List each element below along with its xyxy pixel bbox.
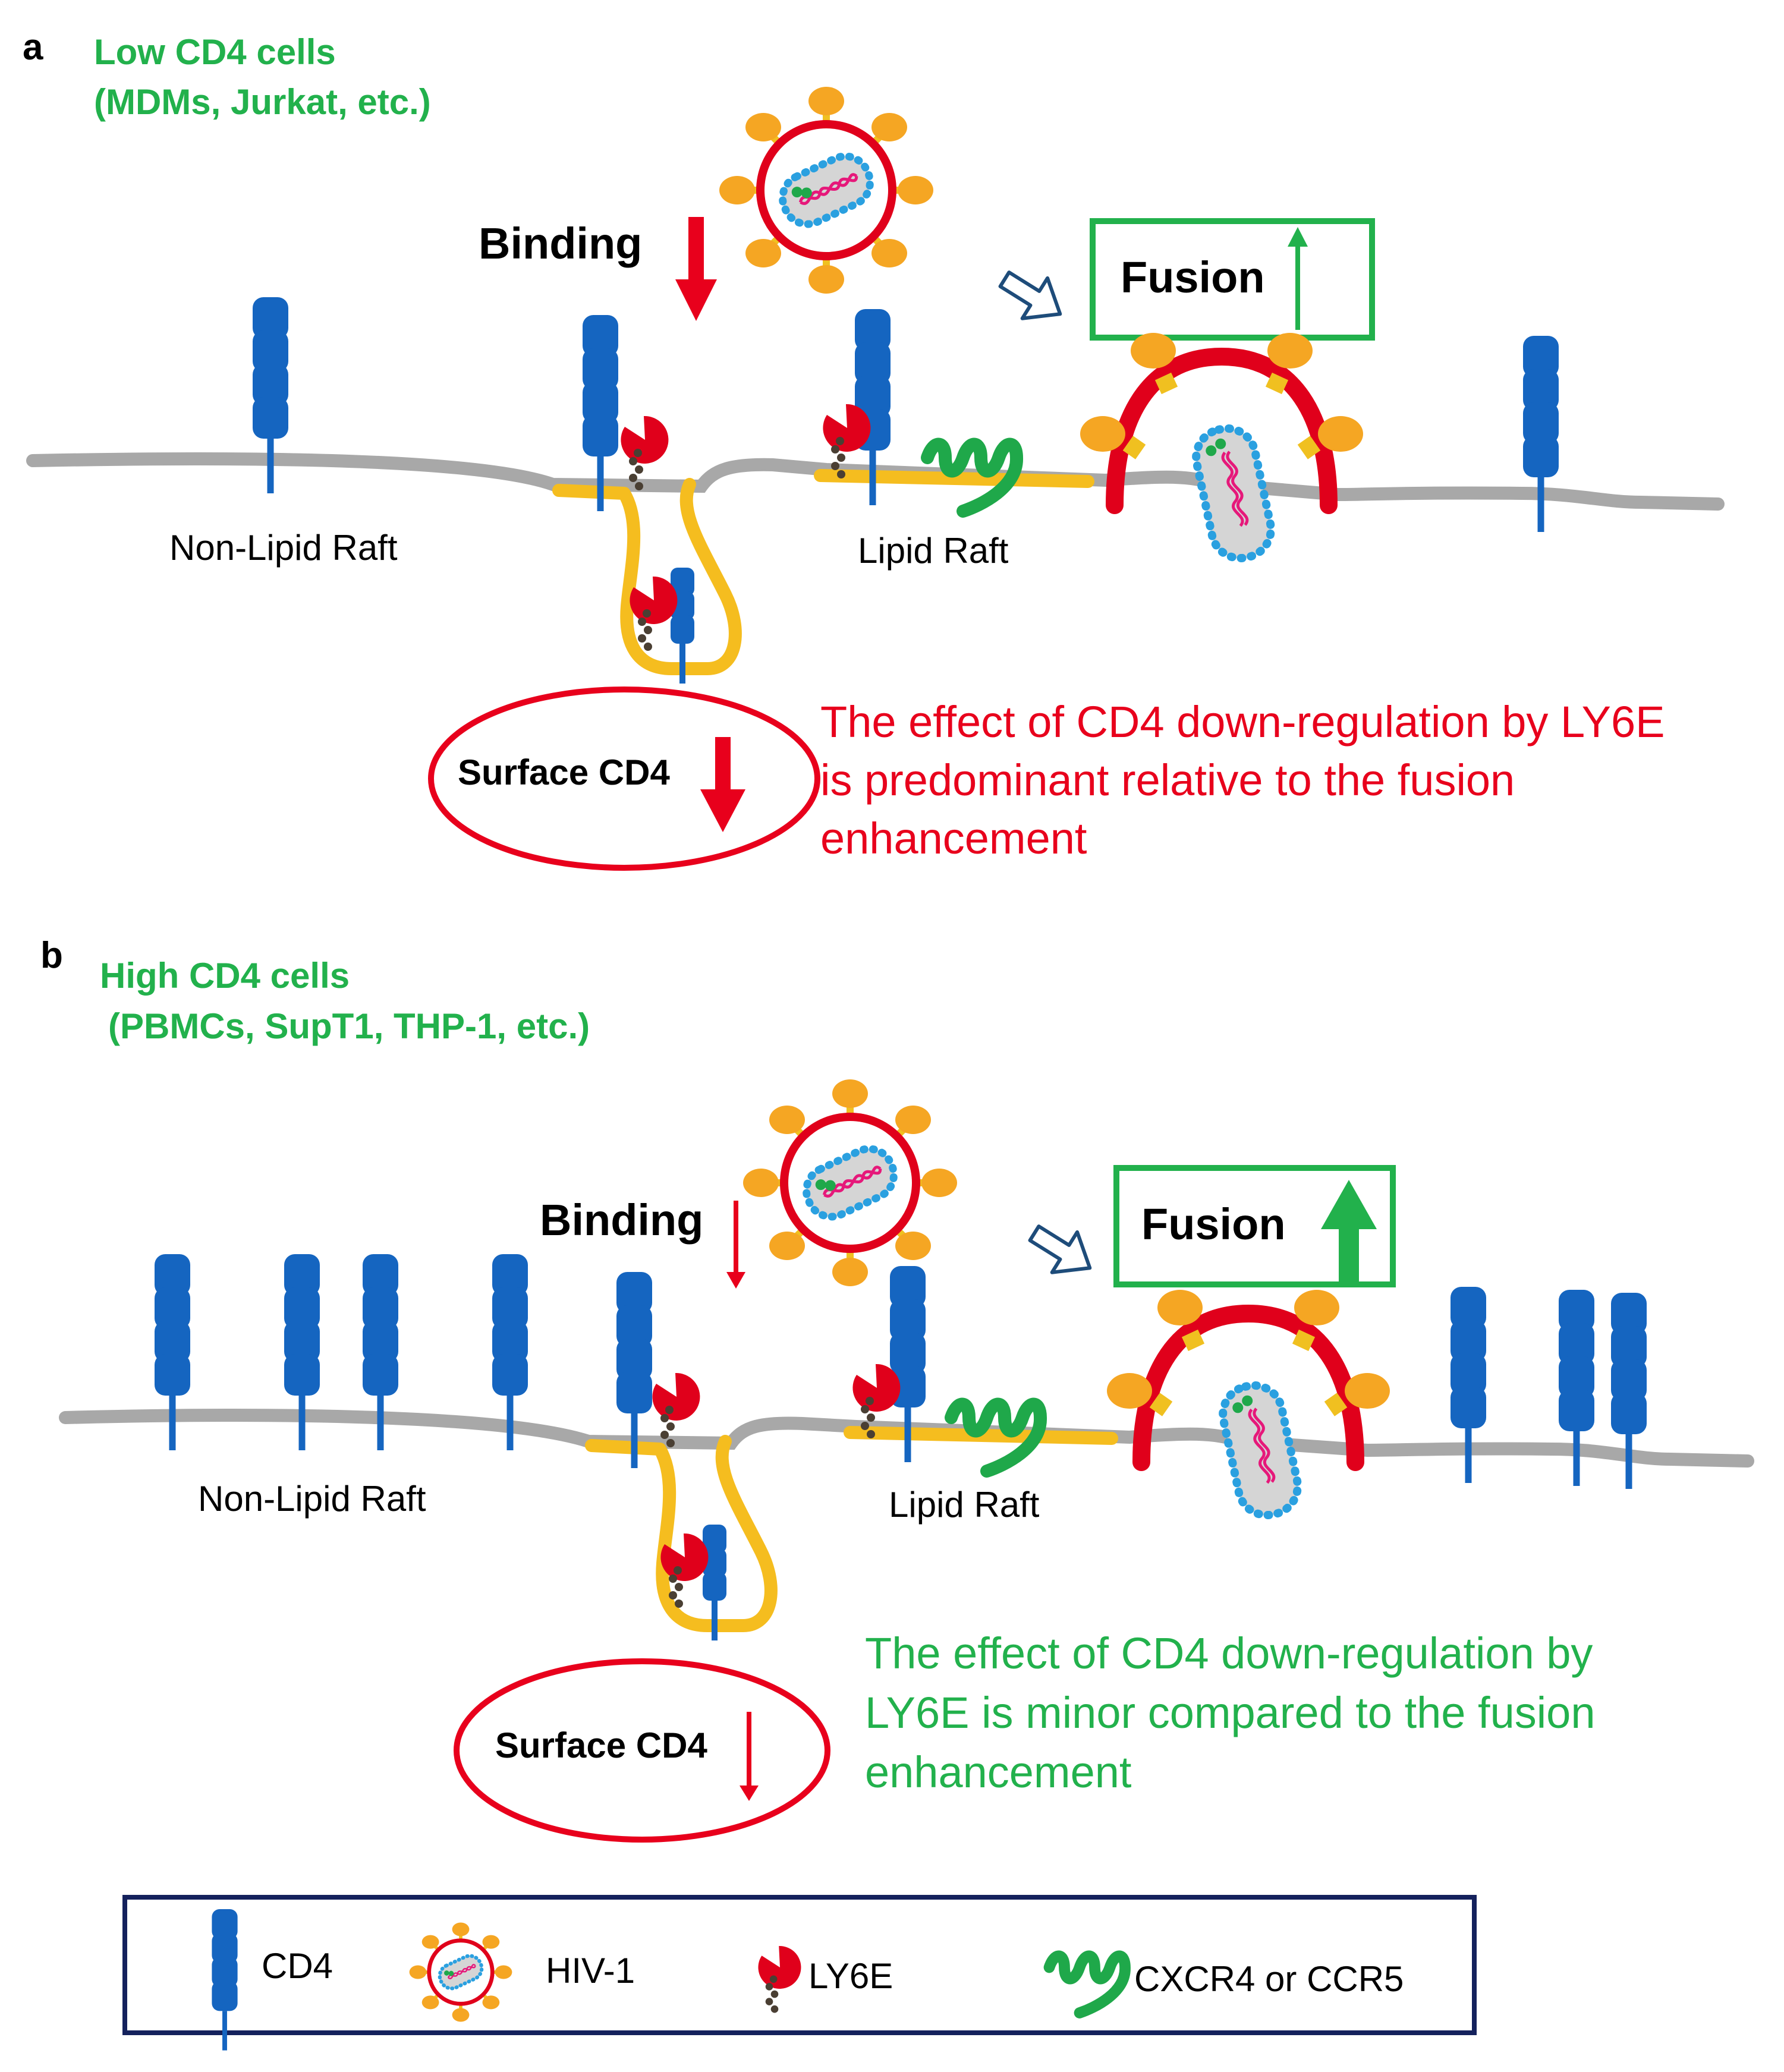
panel-a-lipid-raft-invagination	[552, 478, 742, 675]
panel-b-binding-down-arrow	[726, 1201, 745, 1289]
panel-a-fusion-up-arrow	[1288, 227, 1308, 330]
panel-b-conclusion-line-3: enhancement	[865, 1747, 1132, 1797]
panel-a-non-lipid-raft-label: Non-Lipid Raft	[169, 528, 398, 568]
panel-b-capsid	[1217, 1380, 1303, 1520]
panel-b-open-arrow	[1022, 1213, 1103, 1288]
panel-b-internalized-cd4	[703, 1525, 726, 1640]
panel-a-lipid-raft	[814, 469, 1094, 488]
panel-b-binding-label: Binding	[540, 1195, 703, 1245]
panel-a-cell-type: Low CD4 cells	[94, 32, 336, 72]
panel-a-surface-cd4-down-arrow	[700, 737, 745, 832]
legend-hiv-icon	[410, 1922, 512, 2021]
panel-a-conclusion-line-1: The effect of CD4 down-regulation by LY6…	[820, 697, 1665, 747]
legend-hiv-label: HIV-1	[546, 1951, 635, 1991]
legend: CD4 HIV-1 LY6E CXCR4 or CCR5	[122, 1895, 1477, 2051]
legend-receptor-label: CXCR4 or CCR5	[1134, 1959, 1404, 1999]
panel-a-surface-cd4-label: Surface CD4	[458, 752, 670, 792]
panel-b-cell-examples: (PBMCs, SupT1, THP-1, etc.)	[108, 1006, 590, 1046]
panel-b-fusion-label: Fusion	[1141, 1199, 1286, 1249]
panel-b-surface-cd4-ellipse	[454, 1658, 830, 1843]
panel-a-cd4-receptor	[1523, 336, 1559, 532]
legend-ly6e-label: LY6E	[808, 1956, 893, 1996]
panel-a-ly6e	[630, 576, 678, 651]
panel-a-capsid	[1191, 423, 1276, 563]
panel-a-membrane	[26, 452, 1725, 511]
panel-b-letter: b	[40, 935, 63, 976]
panel-b-surface-cd4-down-arrow	[740, 1712, 759, 1801]
panel-a-conclusion-line-2: is predominant relative to the fusion	[820, 755, 1515, 805]
panel-a-lipid-raft-label: Lipid Raft	[858, 531, 1009, 571]
panel-b-non-lipid-raft-label: Non-Lipid Raft	[198, 1479, 426, 1519]
panel-b-hiv-virion	[743, 1079, 957, 1286]
panel-b-conclusion-line-1: The effect of CD4 down-regulation by	[865, 1629, 1593, 1678]
panel-a-surface-cd4-ellipse	[428, 687, 820, 871]
panel-b-lipid-raft-invagination	[585, 1435, 778, 1632]
panel-a-letter: a	[23, 27, 43, 68]
panel-b: b High CD4 cells (PBMCs, SupT1, THP-1, e…	[40, 935, 1754, 1843]
panel-b-lipid-raft-label: Lipid Raft	[889, 1485, 1040, 1525]
panel-a-open-arrow	[992, 259, 1073, 334]
panel-b-cell-type: High CD4 cells	[100, 956, 350, 996]
panel-b-conclusion-line-2: LY6E is minor compared to the fusion	[865, 1688, 1595, 1737]
panel-a-hiv-virion	[719, 87, 933, 294]
legend-cd4-label: CD4	[262, 1946, 333, 1986]
panel-a: a Low CD4 cells (MDMs, Jurkat, etc.) Bin…	[23, 27, 1725, 871]
panel-b-membrane	[59, 1409, 1754, 1468]
panel-b-fusion-up-arrow	[1321, 1180, 1377, 1283]
panel-a-binding-down-arrow	[675, 217, 717, 321]
panel-a-fusion-label: Fusion	[1121, 253, 1265, 302]
panel-a-fusion-box	[1090, 218, 1375, 341]
panel-a-cell-examples: (MDMs, Jurkat, etc.)	[94, 82, 431, 122]
panel-a-binding-label: Binding	[479, 219, 642, 268]
panel-b-surface-cd4-label: Surface CD4	[495, 1725, 707, 1765]
panel-a-conclusion-line-3: enhancement	[820, 814, 1087, 863]
